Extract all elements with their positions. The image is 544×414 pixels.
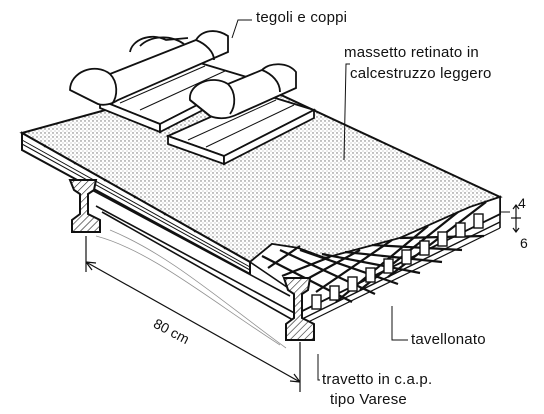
label-screed-line2: calcestruzzo leggero [350, 65, 492, 82]
label-joist-line1: travetto in c.a.p. [322, 371, 433, 388]
label-leader-lines [231, 19, 510, 381]
joist-right-section [282, 277, 315, 341]
joist-bottom-lines [91, 189, 301, 325]
label-tiles: tegoli e coppi [256, 9, 348, 26]
roof-tiles [69, 30, 317, 166]
thickness-dimension [511, 204, 521, 233]
dimension-tile-thickness: 6 [520, 235, 528, 251]
joist-left-section [68, 179, 101, 233]
hollow-tile-cells [311, 213, 484, 310]
label-joist-line2: tipo Varese [330, 391, 407, 408]
dimension-screed-thickness: 4 [518, 195, 526, 211]
label-hollow-tiles: tavellonato [411, 331, 486, 348]
spacing-dimension-line [85, 236, 301, 392]
label-screed-line1: massetto retinato in [344, 44, 479, 61]
